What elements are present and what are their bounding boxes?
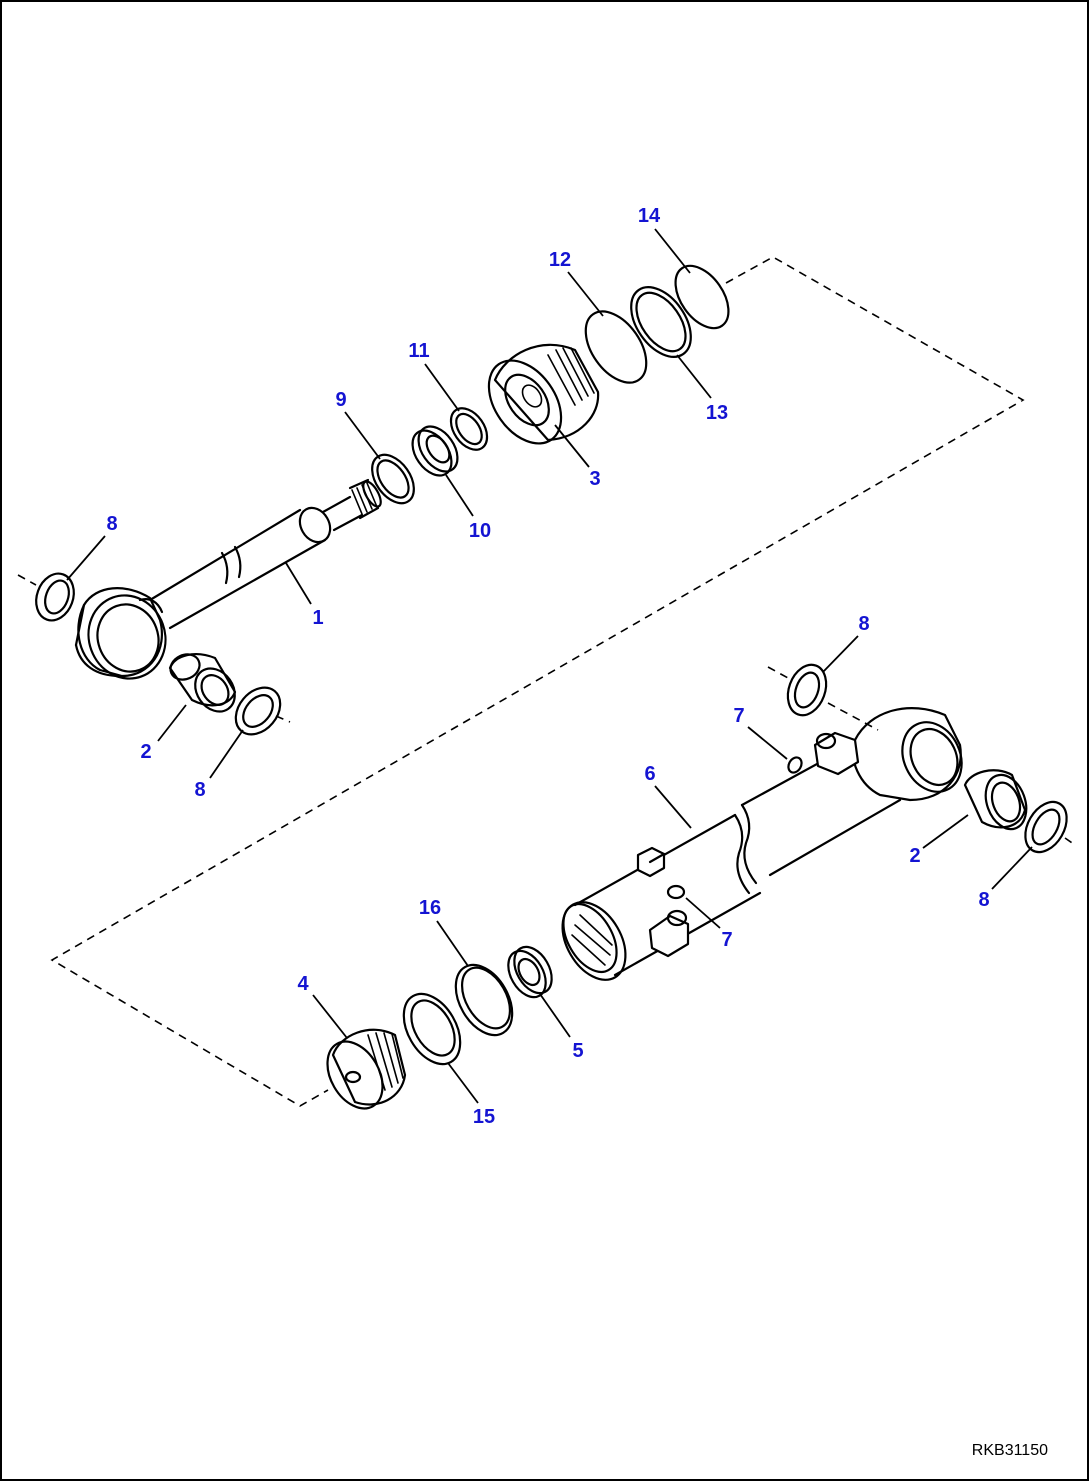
callout-8: 8 — [978, 889, 989, 911]
o-ring-7-upper — [787, 756, 803, 774]
backup-ring-13 — [630, 286, 692, 358]
ring-9 — [371, 453, 415, 505]
bushing-2-right — [963, 769, 1028, 831]
dust-seal-8-lower-left — [234, 686, 291, 736]
o-ring-7-lower — [666, 884, 686, 900]
assembly-axis-line — [50, 256, 1025, 1107]
o-ring-14 — [674, 264, 730, 330]
drawing-code: RKB31150 — [972, 1442, 1048, 1459]
callout-12: 12 — [549, 249, 571, 271]
callout-1: 1 — [312, 607, 323, 629]
callout-8: 8 — [106, 513, 117, 535]
callout-10: 10 — [469, 520, 491, 542]
bearing-10 — [411, 425, 459, 477]
piston-4 — [326, 1028, 407, 1110]
callout-3: 3 — [589, 468, 600, 490]
callout-labels: 8 1 2 8 9 10 11 3 12 13 14 8 7 6 7 2 8 1… — [106, 205, 989, 1128]
callout-6: 6 — [644, 763, 655, 785]
callout-4: 4 — [297, 973, 309, 995]
nut-5 — [507, 945, 553, 999]
bushing-2-left — [168, 653, 237, 713]
cylinder-head-3 — [487, 343, 600, 445]
piston-rod — [74, 478, 382, 680]
callout-5: 5 — [572, 1040, 583, 1062]
ring-16 — [454, 963, 514, 1037]
ring-11 — [449, 407, 489, 451]
callout-2: 2 — [909, 845, 920, 867]
leader-lines — [66, 228, 1033, 1104]
callout-8: 8 — [194, 779, 205, 801]
callout-13: 13 — [706, 402, 728, 424]
ring-15 — [402, 992, 462, 1066]
dust-seal-8-lower-right — [1024, 800, 1076, 854]
dust-seal-8-upper-right — [767, 663, 879, 731]
callout-11: 11 — [408, 340, 429, 362]
cylinder-tube-6 — [561, 707, 963, 981]
callout-16: 16 — [419, 897, 441, 919]
callout-2: 2 — [140, 741, 151, 763]
callout-7: 7 — [733, 705, 744, 727]
dust-seal-8-upper-left — [17, 572, 75, 622]
callout-9: 9 — [335, 389, 346, 411]
o-ring-12 — [584, 310, 648, 384]
callout-7: 7 — [721, 929, 732, 951]
callout-8: 8 — [858, 613, 869, 635]
callout-15: 15 — [473, 1106, 495, 1128]
callout-14: 14 — [638, 205, 661, 227]
